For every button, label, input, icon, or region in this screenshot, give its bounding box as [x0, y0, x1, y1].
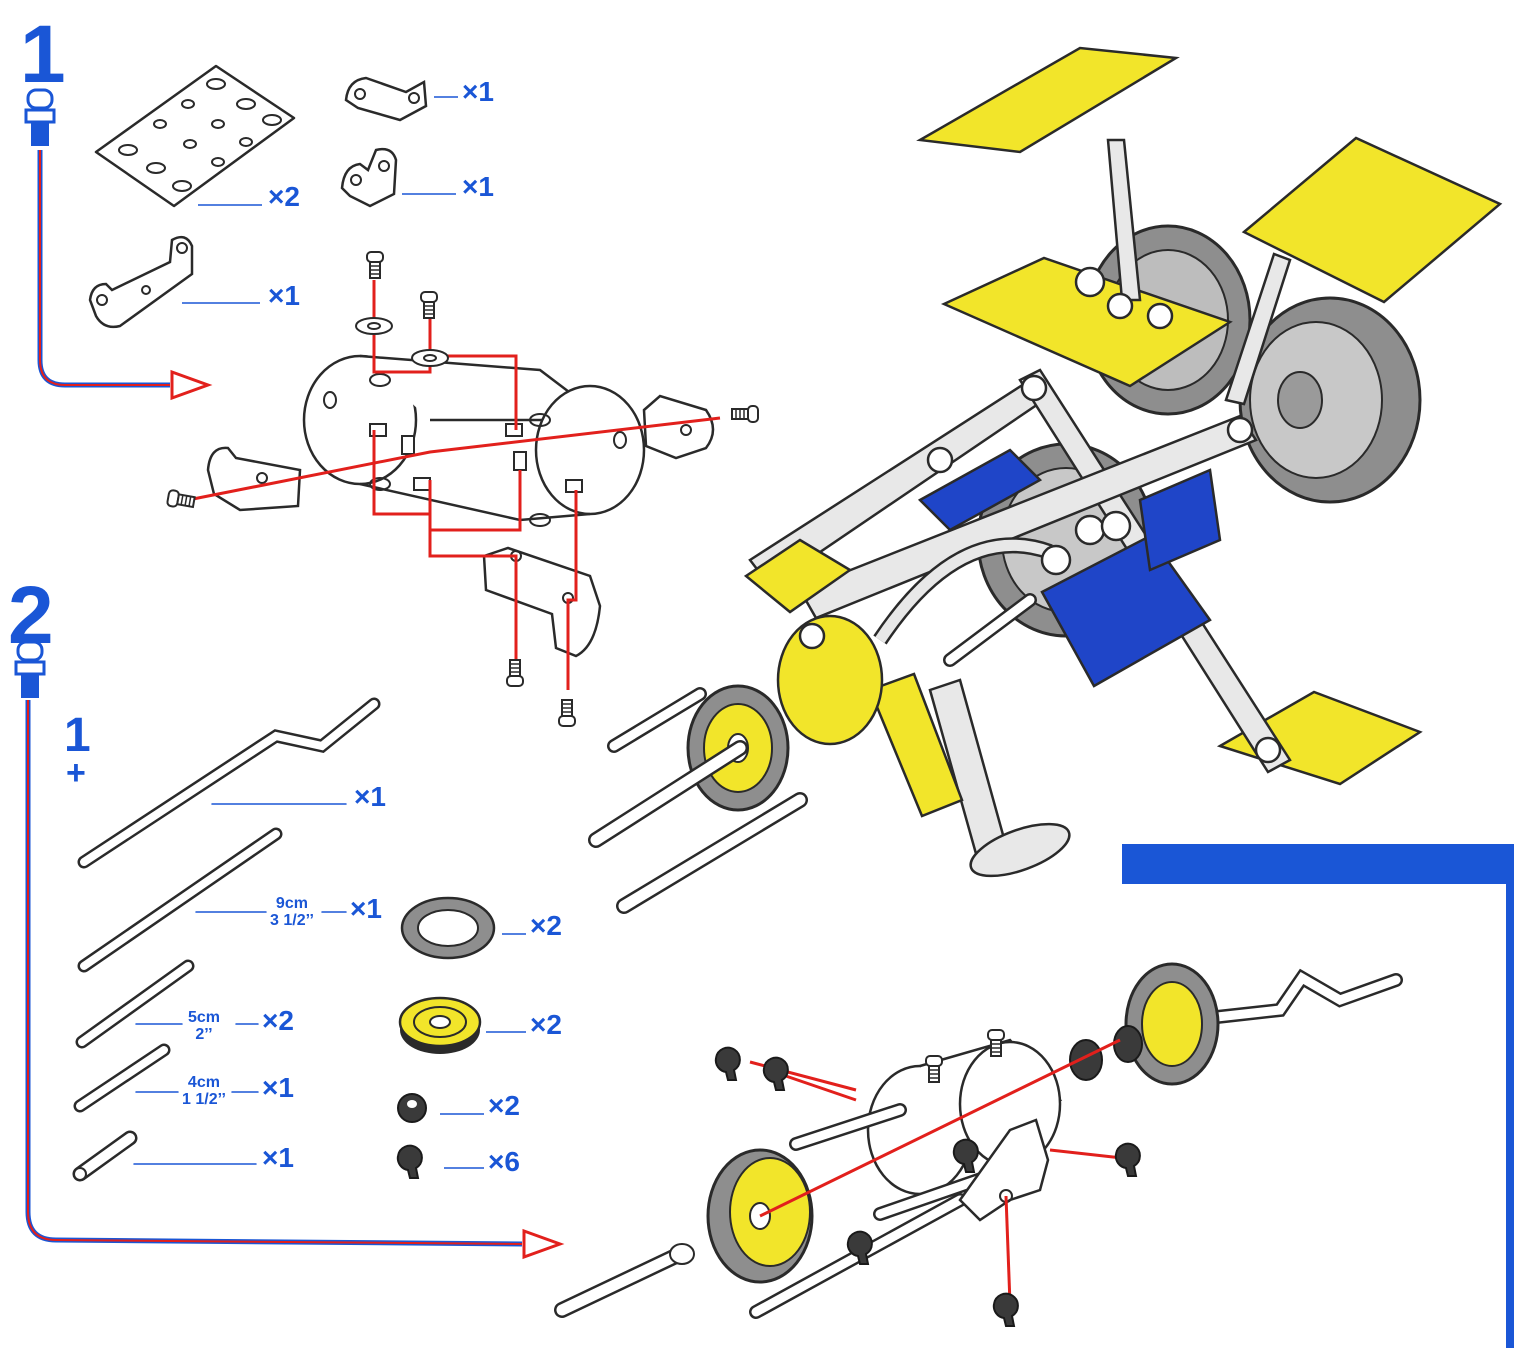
yellow-plate-middle: [940, 256, 1233, 388]
axle-4cm-icon: [73, 1043, 259, 1113]
completed-model: [588, 46, 1503, 914]
step-1-guide-arrow: [37, 150, 213, 401]
substep-plus: +: [66, 754, 86, 792]
step-1-bolt-icon: [24, 88, 56, 146]
flat-plate-icon: [94, 64, 296, 208]
step-1-assembly: [165, 251, 759, 727]
angle-bracket-icon: [344, 76, 458, 122]
axle-5cm-icon: [75, 959, 259, 1049]
dim-4cm-metric: 4cm: [187, 1074, 220, 1091]
dim-9cm: 9cm 3 1/2’’: [270, 895, 314, 930]
yellow-plate-right: [1241, 136, 1503, 304]
dim-4cm: 4cm 1 1/2’’: [182, 1074, 226, 1109]
dim-5cm: 5cm 2’’: [188, 1009, 221, 1044]
clip-icon: [396, 1144, 484, 1179]
substep-number: 1: [64, 709, 91, 762]
qty-clip: ×6: [488, 1146, 520, 1177]
dim-9cm-imperial: 3 1/2’’: [270, 911, 314, 929]
crank-handle-icon: [77, 697, 381, 869]
wheel-rear-right: [1238, 296, 1422, 504]
step-2-guide-arrow: [25, 700, 565, 1260]
dim-9cm-metric: 9cm: [275, 895, 308, 912]
assembly-wheel-right: [1124, 962, 1220, 1086]
qty-angle-bracket: ×1: [462, 76, 494, 107]
qty-flat-plate: ×2: [268, 181, 300, 212]
blue-band-horizontal: [1122, 844, 1514, 884]
dim-4cm-imperial: 1 1/2’’: [182, 1090, 226, 1108]
blue-plate-front: [1040, 534, 1212, 688]
pulley-wheel-icon: [398, 996, 526, 1054]
tyre-ring-icon: [400, 896, 526, 960]
qty-short-rod: ×1: [262, 1142, 294, 1173]
qty-tyre-ring: ×2: [530, 910, 562, 941]
qty-double-bracket-small: ×1: [462, 171, 494, 202]
qty-axle-9cm: ×1: [350, 893, 382, 924]
double-bracket-small-icon: [340, 147, 456, 208]
dim-5cm-imperial: 2’’: [195, 1025, 213, 1043]
qty-pulley-wheel: ×2: [530, 1009, 562, 1040]
axle-9cm-icon: [77, 827, 347, 973]
qty-double-bracket-long: ×1: [268, 280, 300, 311]
blue-band-vertical: [1506, 884, 1514, 1348]
double-bracket-long-icon: [88, 235, 260, 329]
qty-crank-handle: ×1: [354, 781, 386, 812]
step-1-number: 1: [20, 9, 66, 100]
qty-axle-5cm: ×2: [262, 1005, 294, 1036]
short-rod-icon: [72, 1130, 257, 1182]
spacer-collar-icon: [397, 1093, 484, 1123]
step-2-bolt-icon: [14, 640, 46, 698]
assembly-collars: [1069, 1025, 1143, 1081]
step-2-assembly: [554, 962, 1403, 1327]
blue-plate-side: [917, 448, 1222, 572]
assembly-crank: [1183, 968, 1403, 1027]
dim-5cm-metric: 5cm: [188, 1009, 221, 1026]
front-hub: [686, 614, 884, 812]
qty-spacer-collar: ×2: [488, 1090, 520, 1121]
qty-axle-4cm: ×1: [262, 1072, 294, 1103]
yellow-plate-top: [916, 46, 1180, 154]
